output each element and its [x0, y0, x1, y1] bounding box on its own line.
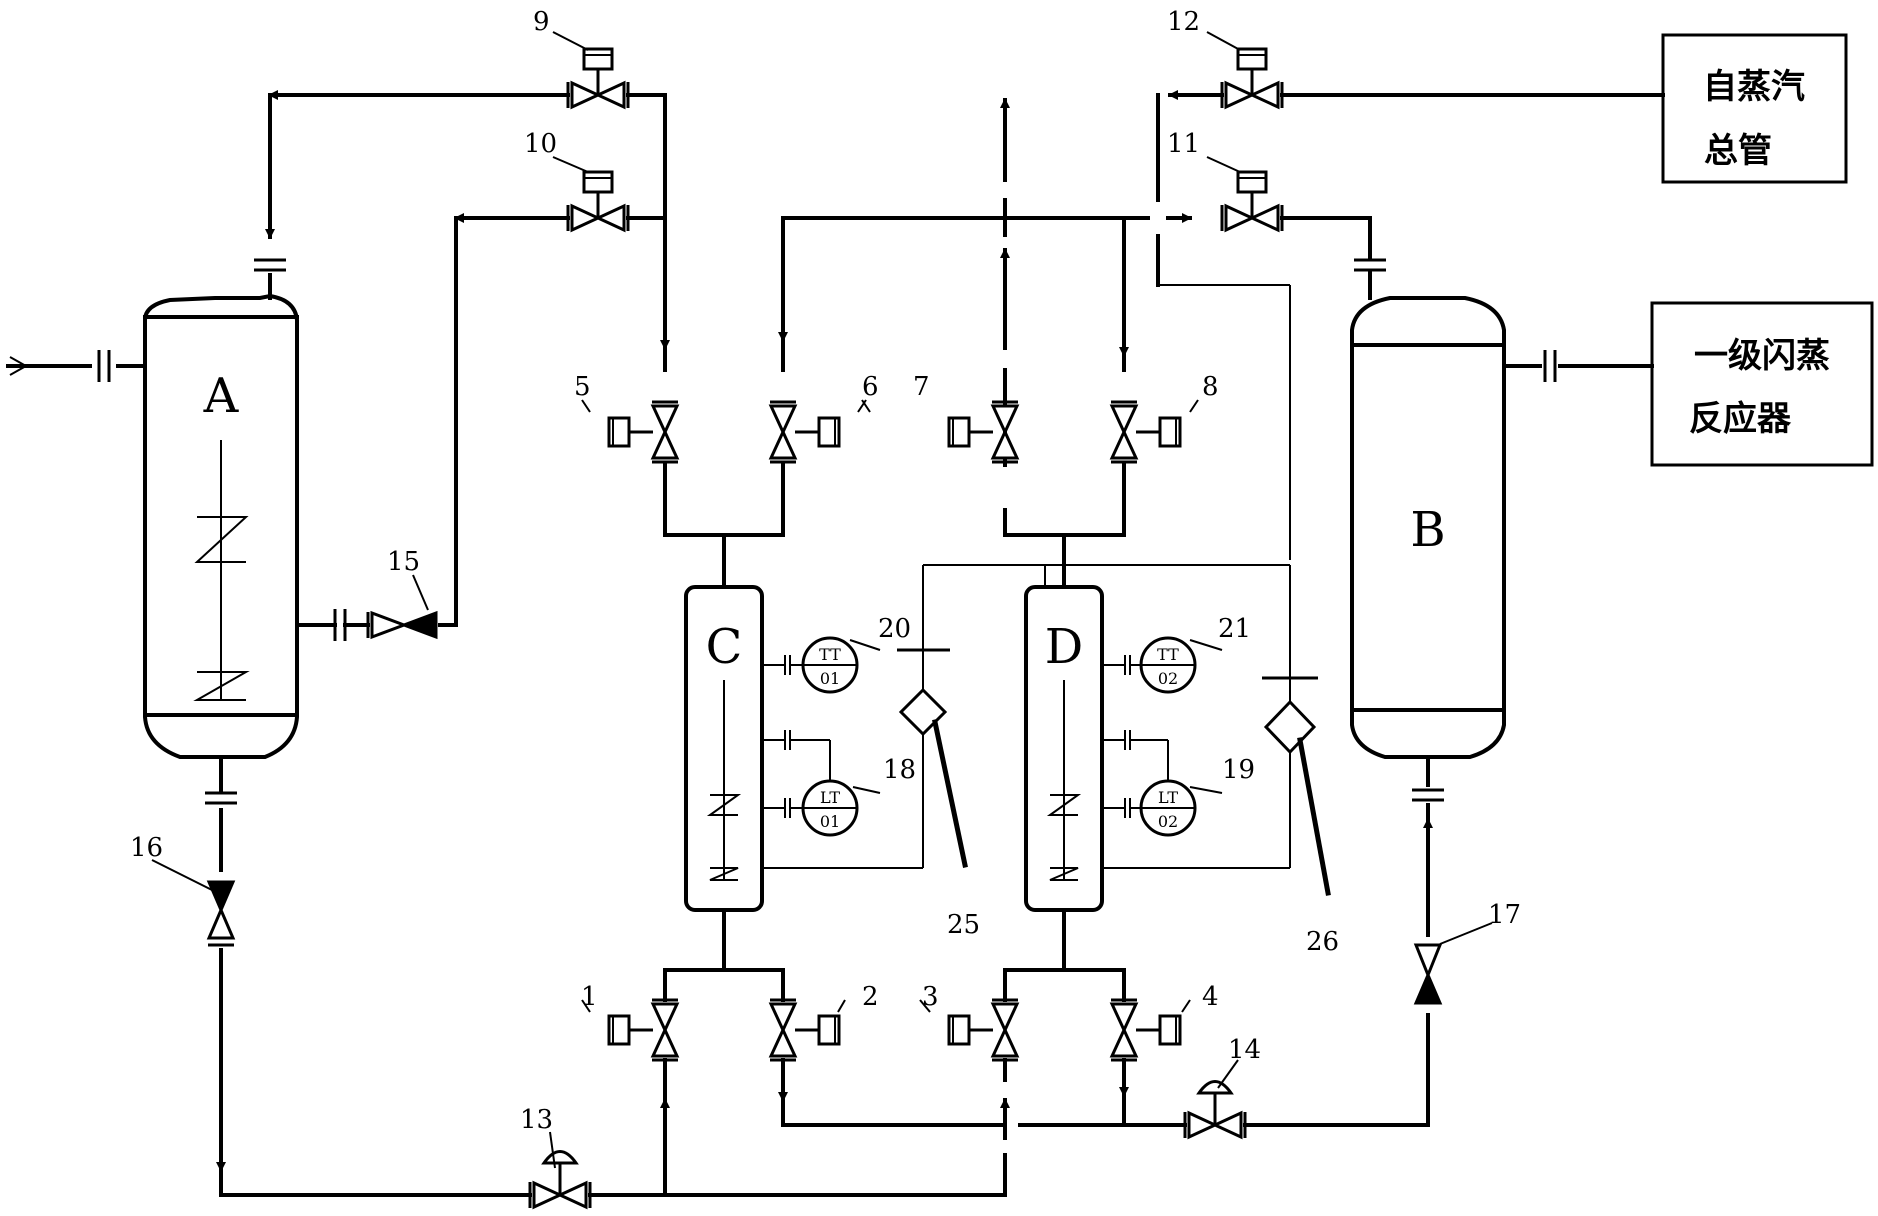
- svg-text:LT: LT: [820, 788, 840, 807]
- check-valve-17[interactable]: [1413, 943, 1443, 1005]
- valve-6[interactable]: [768, 400, 841, 464]
- label-2: 2: [862, 982, 879, 1012]
- label-20: 20: [878, 614, 911, 644]
- svg-text:TT: TT: [819, 645, 841, 664]
- svg-text:TT: TT: [1157, 645, 1179, 664]
- svg-text:01: 01: [820, 812, 840, 831]
- label-13: 13: [520, 1105, 553, 1135]
- svg-text:反应器: 反应器: [1689, 399, 1792, 439]
- svg-text:总管: 总管: [1704, 131, 1772, 171]
- valve-5[interactable]: [607, 400, 680, 464]
- instrument-lt02[interactable]: LT 02: [1102, 730, 1197, 837]
- valve-2[interactable]: [768, 998, 841, 1062]
- svg-text:02: 02: [1158, 812, 1178, 831]
- valve-12[interactable]: [1220, 47, 1284, 110]
- valve-1[interactable]: [607, 998, 680, 1062]
- label-26: 26: [1306, 927, 1339, 957]
- valve-3[interactable]: [947, 998, 1020, 1062]
- label-15: 15: [387, 547, 420, 577]
- control-valve-14[interactable]: [1183, 1080, 1247, 1140]
- svg-text:01: 01: [820, 669, 840, 688]
- label-4: 4: [1202, 982, 1219, 1012]
- label-11: 11: [1167, 129, 1200, 159]
- svg-text:LT: LT: [1158, 788, 1178, 807]
- label-18: 18: [883, 755, 916, 785]
- label-16: 16: [130, 833, 163, 863]
- valve-8[interactable]: [1109, 400, 1182, 464]
- vessel-b: [1350, 296, 1506, 759]
- label-5: 5: [574, 372, 591, 402]
- label-3: 3: [922, 982, 939, 1012]
- label-9: 9: [533, 7, 550, 37]
- control-valve-13[interactable]: [528, 1150, 592, 1210]
- leader-lines: [151, 31, 1493, 1169]
- level-gauge-25[interactable]: [762, 565, 968, 869]
- label-17: 17: [1488, 900, 1521, 930]
- flash-reactor-box: 一级闪蒸 反应器: [1650, 301, 1874, 467]
- instrument-lt01[interactable]: LT 01: [762, 730, 859, 837]
- vessel-b-label: B: [1410, 502, 1445, 558]
- svg-text:一级闪蒸: 一级闪蒸: [1694, 336, 1830, 376]
- svg-text:02: 02: [1158, 669, 1178, 688]
- label-8: 8: [1202, 372, 1219, 402]
- label-25: 25: [947, 910, 980, 940]
- flanges: [97, 258, 1557, 805]
- vessel-a: [143, 293, 299, 759]
- label-19: 19: [1222, 755, 1255, 785]
- vessel-c-label: C: [706, 619, 743, 675]
- pipework: [6, 90, 1665, 1197]
- check-valve-15[interactable]: [366, 610, 438, 640]
- valve-10[interactable]: [566, 170, 630, 233]
- level-gauge-26[interactable]: [1102, 565, 1331, 896]
- valve-11[interactable]: [1220, 170, 1284, 233]
- svg-text:自蒸汽: 自蒸汽: [1703, 67, 1805, 107]
- instrument-tt02[interactable]: TT 02: [1102, 636, 1197, 694]
- label-14: 14: [1228, 1035, 1261, 1065]
- instrument-tt01[interactable]: TT 01: [762, 636, 859, 694]
- label-7: 7: [913, 372, 930, 402]
- valve-7[interactable]: [947, 400, 1020, 464]
- label-10: 10: [524, 129, 557, 159]
- valve-4[interactable]: [1109, 998, 1182, 1062]
- check-valve-16[interactable]: [206, 880, 236, 947]
- vessel-a-label: A: [203, 368, 240, 424]
- valve-9[interactable]: [566, 47, 630, 110]
- label-6: 6: [862, 372, 879, 402]
- steam-main-box: 自蒸汽 总管: [1661, 33, 1848, 184]
- label-12: 12: [1167, 7, 1200, 37]
- label-21: 21: [1218, 614, 1251, 644]
- label-1: 1: [581, 982, 598, 1012]
- vessel-d-label: D: [1045, 619, 1083, 675]
